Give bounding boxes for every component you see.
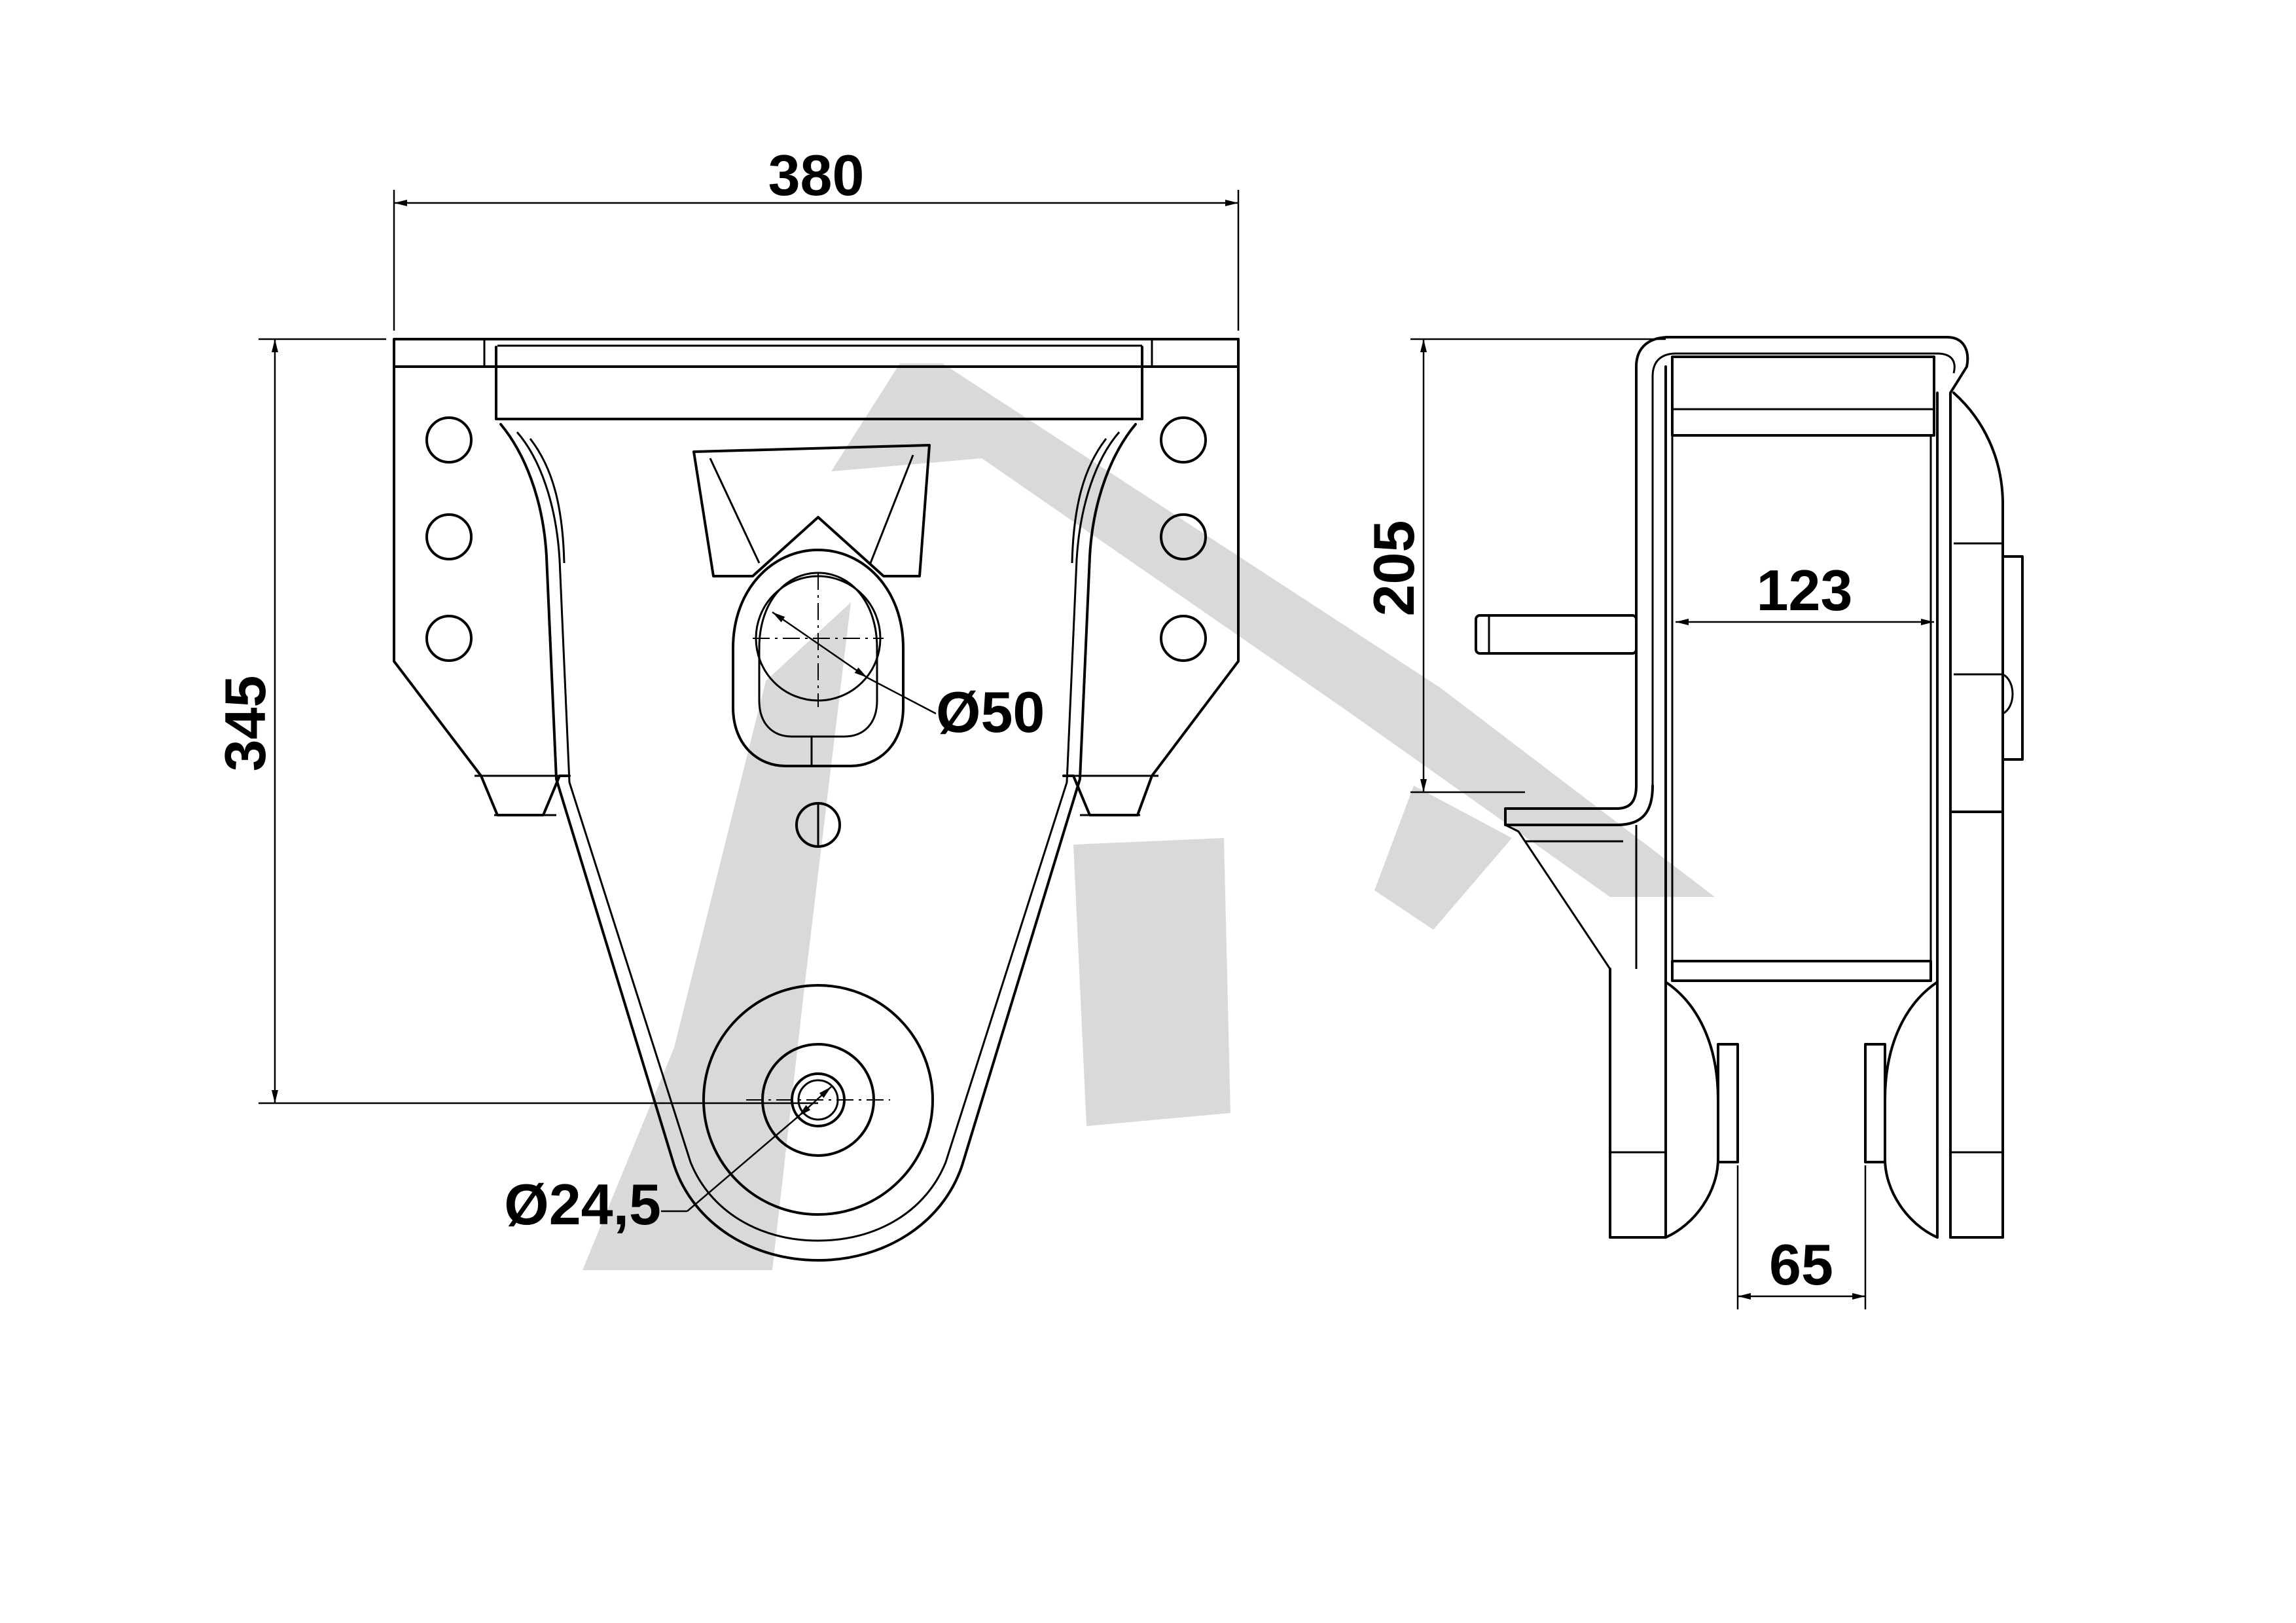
dim-width: 380 — [768, 143, 865, 208]
eye-outer — [702, 984, 934, 1216]
side-top-plate — [1671, 356, 1935, 437]
side-view — [1475, 336, 2024, 1239]
wedge-stop — [692, 444, 931, 577]
dim-bore-small: Ø24,5 — [504, 1172, 661, 1237]
watermark-logo — [583, 363, 1715, 1270]
side-fork-right — [1884, 981, 1939, 1239]
bolt-hole — [425, 513, 473, 560]
bolt-hole — [1160, 615, 1207, 662]
bolt-hole — [1160, 416, 1207, 464]
side-right-boss — [1952, 392, 2004, 813]
upper-block — [495, 346, 1143, 420]
front-dimensions — [259, 190, 1240, 1213]
front-view — [393, 338, 1240, 1262]
dim-bore-large: Ø50 — [936, 680, 1045, 744]
dim-slot-gap: 65 — [1769, 1232, 1833, 1297]
side-top-frame — [1635, 336, 1969, 1239]
bore-slot — [732, 549, 905, 767]
bolt-hole — [425, 416, 473, 464]
side-foot — [1504, 784, 1654, 826]
bolt-hole — [1160, 513, 1207, 560]
dim-height: 345 — [213, 676, 278, 772]
side-crossbar — [1671, 960, 1932, 982]
bolt-hole — [425, 615, 473, 662]
dim-side-width: 123 — [1757, 558, 1853, 623]
side-pin — [1475, 614, 1638, 655]
dim-side-height: 205 — [1361, 520, 1426, 617]
side-fork-left — [1609, 968, 1667, 1239]
arm-outer — [499, 423, 1137, 1262]
side-dimensions — [1410, 338, 1934, 1309]
top-plate — [393, 338, 1240, 368]
arm-inner — [516, 431, 1121, 1242]
